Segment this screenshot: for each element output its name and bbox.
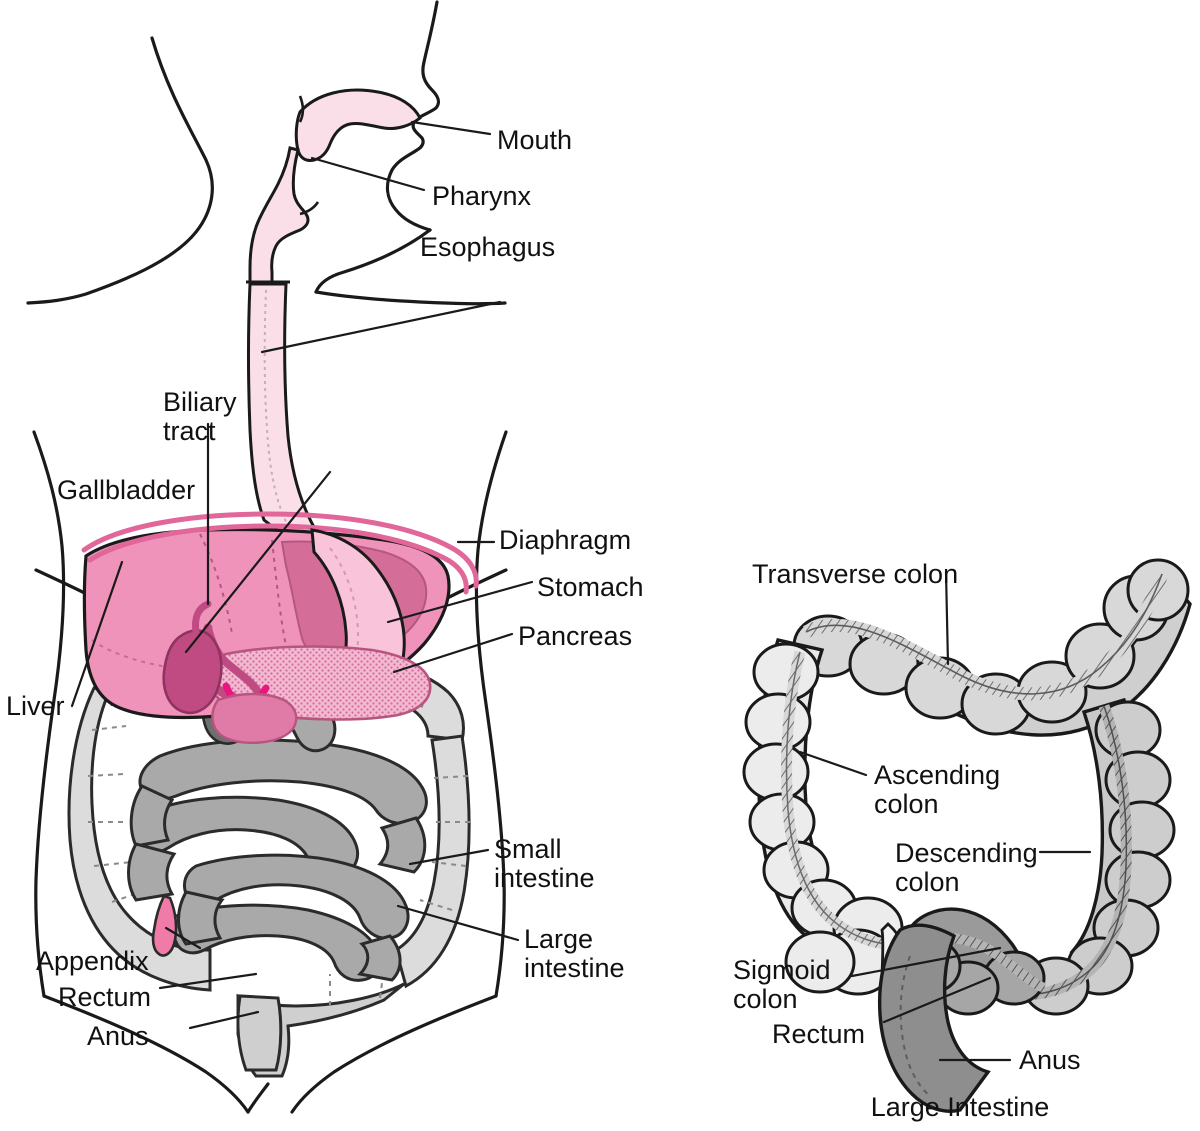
label-anus-left: Anus: [87, 1021, 149, 1051]
label-pharynx: Pharynx: [432, 181, 532, 211]
small-intestine-left-figure: [127, 689, 428, 982]
label-small-intestine: Small intestine: [494, 834, 595, 893]
label-transverse-colon: Transverse colon: [752, 559, 959, 589]
label-descending-colon: Descending colon: [895, 838, 1038, 897]
body-outline: [26, 0, 507, 306]
label-diaphragm: Diaphragm: [499, 525, 632, 555]
label-ascending-colon: Ascending colon: [874, 760, 1001, 819]
label-stomach: Stomach: [537, 572, 644, 602]
label-liver: Liver: [6, 691, 65, 721]
caption-large-intestine: Large Intestine: [870, 1092, 1050, 1122]
ascending-colon: [742, 637, 912, 1008]
label-rectum-left: Rectum: [58, 982, 152, 1012]
label-pancreas: Pancreas: [518, 621, 633, 651]
esophagus: [246, 280, 320, 550]
label-appendix: Appendix: [36, 946, 149, 976]
biliary-system: [162, 600, 298, 744]
appendix-left-figure: [151, 894, 178, 957]
descending-colon: [1021, 697, 1176, 1016]
label-anus-right: Anus: [1019, 1045, 1081, 1075]
label-rectum-right: Rectum: [772, 1019, 866, 1049]
leader-lines-right: [798, 570, 1092, 1062]
mouth-pharynx-cavity: [248, 88, 422, 288]
rectum-anus-right-figure: [877, 923, 991, 1113]
label-mouth: Mouth: [497, 125, 573, 155]
label-large-intestine: Large intestine: [524, 924, 625, 983]
label-sigmoid-colon: Sigmoid colon: [733, 955, 831, 1014]
label-biliary-tract: Biliary tract: [163, 387, 237, 446]
leader-lines-left: [70, 120, 534, 1030]
transverse-colon: [792, 558, 1192, 737]
diaphragm: [81, 511, 479, 595]
label-gallbladder: Gallbladder: [57, 475, 196, 505]
label-esophagus: Esophagus: [420, 232, 556, 262]
